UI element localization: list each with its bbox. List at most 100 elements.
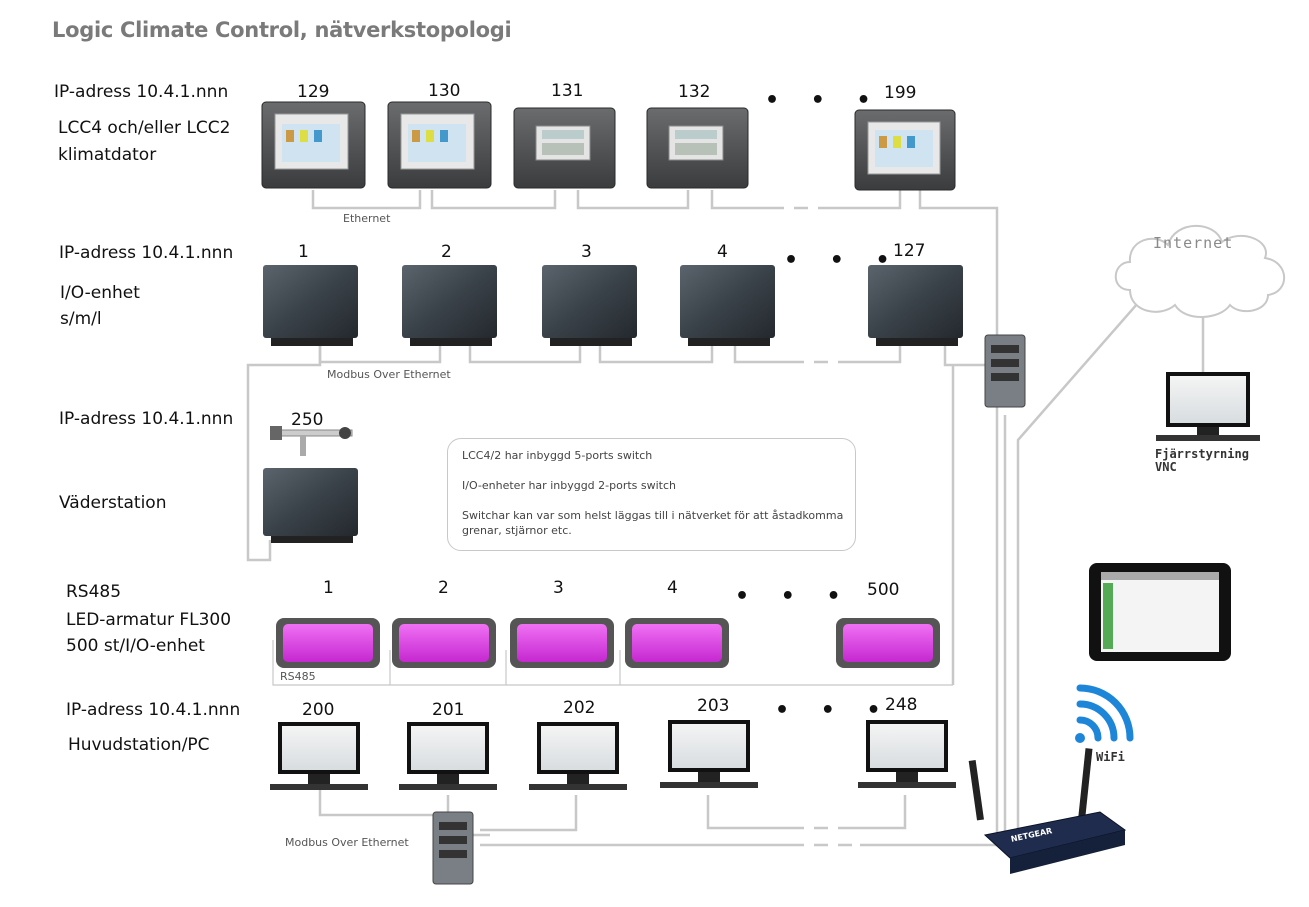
pc-link-3 bbox=[480, 795, 578, 832]
weather-io-device bbox=[263, 468, 358, 543]
weather-name: Väderstation bbox=[59, 493, 167, 513]
pc-ip-label: IP-adress 10.4.1.nnn bbox=[66, 700, 241, 720]
io-link-5 bbox=[850, 340, 902, 364]
led-fixture-2 bbox=[392, 618, 496, 668]
led-line1: RS485 bbox=[66, 582, 122, 602]
io-device-1 bbox=[263, 265, 358, 346]
led-bus bbox=[272, 640, 953, 686]
network-switch-lower bbox=[432, 811, 474, 885]
lcc-name-line2: klimatdator bbox=[58, 145, 157, 165]
remote-label-line1: Fjärrstyrning bbox=[1155, 447, 1249, 461]
note-line-1: LCC4/2 har inbyggd 5-ports switch bbox=[462, 449, 653, 462]
lcc-number-129: 129 bbox=[297, 82, 330, 102]
lcc-ip-label: IP-adress 10.4.1.nnn bbox=[54, 82, 229, 102]
io-devices bbox=[263, 265, 963, 346]
led-number-500: 500 bbox=[867, 580, 900, 600]
io-name-line1: I/O-enhet bbox=[60, 283, 140, 303]
led-number-2: 2 bbox=[438, 578, 449, 598]
io-device-127 bbox=[868, 265, 963, 346]
weather-number-250: 250 bbox=[291, 410, 324, 430]
led-fixture-500 bbox=[836, 618, 940, 668]
led-number-4: 4 bbox=[667, 578, 678, 598]
io-to-weather bbox=[246, 340, 322, 562]
pc-link-5 bbox=[840, 795, 907, 830]
wifi-label: WiFi bbox=[1096, 750, 1125, 764]
weather-sensor-icon bbox=[270, 426, 353, 456]
internet-label: Internet bbox=[1153, 234, 1234, 252]
lcc-device-130 bbox=[387, 101, 492, 189]
io-ellipsis: • • • bbox=[784, 248, 902, 273]
io-link-4 bbox=[733, 340, 790, 364]
lcc-link-3 bbox=[576, 190, 690, 210]
diagram-title: Logic Climate Control, nätverkstopologi bbox=[52, 18, 512, 42]
modbus-link-label-pc: Modbus Over Ethernet bbox=[285, 836, 409, 849]
led-line3: 500 st/I/O-enhet bbox=[66, 636, 205, 656]
router-to-internet bbox=[1016, 294, 1146, 845]
rs485-link-label: RS485 bbox=[280, 670, 316, 683]
lcc-number-130: 130 bbox=[428, 81, 461, 101]
led-line2: LED-armatur FL300 bbox=[66, 610, 232, 630]
io-link-2 bbox=[468, 340, 582, 364]
io-name-line2: s/m/l bbox=[60, 309, 102, 329]
pc-number-203: 203 bbox=[697, 696, 730, 716]
weather-station bbox=[263, 426, 358, 543]
io-number-4: 4 bbox=[717, 242, 728, 262]
io-number-127: 127 bbox=[893, 241, 926, 261]
io-device-2 bbox=[402, 265, 497, 346]
lcc-number-131: 131 bbox=[551, 81, 584, 101]
io-device-3 bbox=[542, 265, 637, 346]
network-switch-upper bbox=[984, 334, 1026, 408]
modbus-link-label-io: Modbus Over Ethernet bbox=[327, 368, 451, 381]
note-line-4: grenar, stjärnor etc. bbox=[462, 524, 572, 537]
io-number-1: 1 bbox=[298, 242, 309, 262]
pc-202 bbox=[529, 722, 627, 790]
connection-lines bbox=[246, 190, 1205, 847]
pc-name: Huvudstation/PC bbox=[68, 735, 210, 755]
weather-ip-label: IP-adress 10.4.1.nnn bbox=[59, 409, 234, 429]
internet-cloud-icon bbox=[1114, 224, 1286, 318]
led-luminaires bbox=[276, 618, 940, 668]
lcc-device-131 bbox=[513, 107, 616, 189]
io-device-4 bbox=[680, 265, 775, 346]
io-number-2: 2 bbox=[441, 242, 452, 262]
io-link-3 bbox=[598, 340, 714, 364]
io-to-switch bbox=[943, 340, 985, 367]
io-number-3: 3 bbox=[581, 242, 592, 262]
led-number-1: 1 bbox=[323, 578, 334, 598]
pc-number-201: 201 bbox=[432, 700, 465, 720]
lcc-number-132: 132 bbox=[678, 82, 711, 102]
lcc-number-199: 199 bbox=[884, 83, 917, 103]
lcc-device-199 bbox=[854, 109, 956, 191]
lcc-ethernet-link bbox=[311, 190, 422, 210]
note-line-2: I/O-enheter har inbyggd 2-ports switch bbox=[462, 479, 677, 492]
pc-workstations bbox=[270, 720, 956, 790]
led-fixture-3 bbox=[510, 618, 614, 668]
pc-link-1 bbox=[318, 790, 440, 817]
lcc-device-132 bbox=[646, 107, 749, 189]
tablet-device bbox=[1089, 563, 1231, 661]
lcc-link-4 bbox=[710, 190, 770, 210]
wifi-icon bbox=[1075, 684, 1134, 743]
pc-203 bbox=[660, 720, 758, 788]
pc-200 bbox=[270, 722, 368, 790]
pc-number-200: 200 bbox=[302, 700, 335, 720]
ethernet-link-label: Ethernet bbox=[343, 212, 391, 225]
pc-ellipsis: • • • bbox=[775, 698, 893, 723]
lcc-link-2 bbox=[430, 190, 557, 210]
lcc-devices bbox=[261, 101, 956, 191]
pc-link-4 bbox=[706, 795, 790, 830]
remote-pc bbox=[1156, 372, 1260, 441]
info-note-box: LCC4/2 har inbyggd 5-ports switch I/O-en… bbox=[447, 438, 856, 551]
lcc-link-5 bbox=[830, 190, 902, 210]
note-line-3: Switchar kan var som helst läggas till i… bbox=[462, 509, 844, 522]
led-fixture-1 bbox=[276, 618, 380, 668]
led-number-3: 3 bbox=[553, 578, 564, 598]
lcc-ellipsis: • • • bbox=[765, 88, 883, 113]
wifi-router bbox=[968, 748, 1127, 874]
io-ip-label: IP-adress 10.4.1.nnn bbox=[59, 243, 234, 263]
pc-number-202: 202 bbox=[563, 698, 596, 718]
lcc-uplink bbox=[918, 190, 999, 845]
led-ellipsis: • • • bbox=[735, 584, 853, 609]
pc-number-248: 248 bbox=[885, 695, 918, 715]
